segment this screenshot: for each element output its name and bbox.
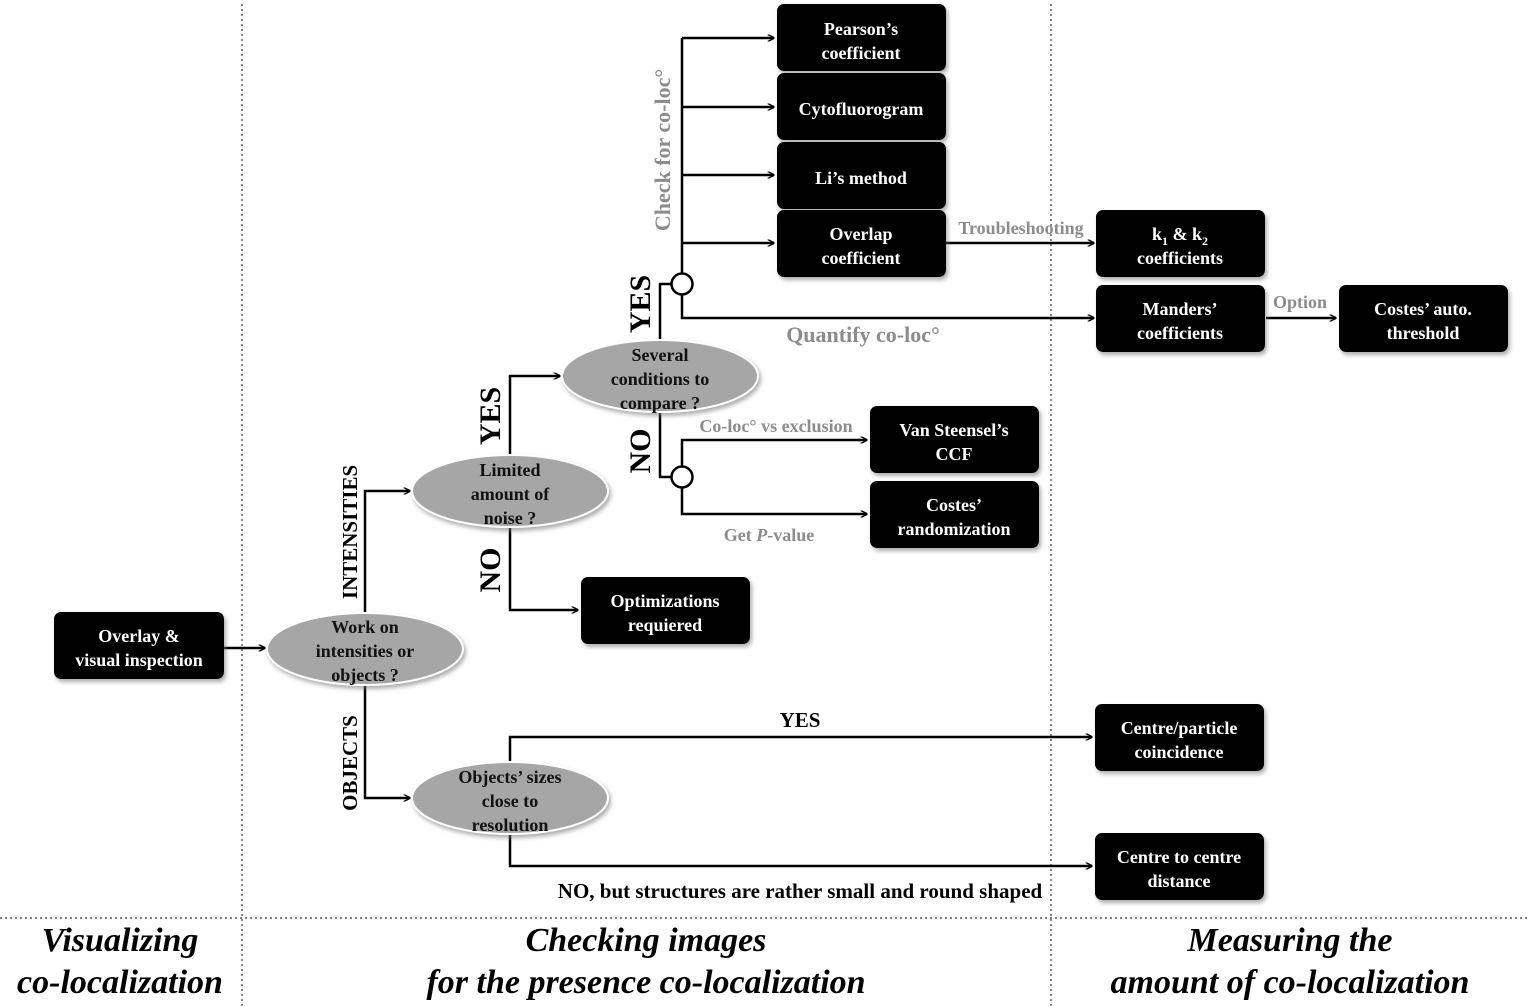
junction-yes — [670, 272, 694, 296]
edge-intensities — [363, 491, 410, 617]
label-troubleshooting: Troubleshooting — [958, 218, 1083, 238]
svg-text:Manders’coefficients: Manders’coefficients — [1137, 299, 1223, 343]
box-costes-auto-threshold: Costes’ auto.threshold — [1339, 285, 1508, 352]
junction-no — [670, 465, 694, 489]
label-sizes-yes: YES — [780, 708, 821, 732]
edge-objects — [363, 681, 410, 798]
edge-noise-yes — [508, 376, 560, 459]
label-intensities: INTENSITIES — [338, 465, 362, 599]
box-manders: Manders’coefficients — [1096, 285, 1265, 352]
edge-noise-no — [508, 524, 578, 610]
svg-text:Li’s method: Li’s method — [815, 168, 907, 188]
svg-text:Costes’ auto.threshold: Costes’ auto.threshold — [1374, 299, 1472, 343]
box-li: Li’s method — [777, 142, 946, 209]
label-quantify-coloc: Quantify co-loc° — [786, 322, 940, 347]
edges — [224, 38, 1336, 866]
label-coloc-vs-exclusion: Co-loc° vs exclusion — [699, 416, 852, 436]
label-objects: OBJECTS — [338, 715, 362, 811]
edge-several-yes — [658, 282, 672, 343]
edge-sizes-yes — [508, 737, 1092, 764]
box-costes-randomization: Costes’randomization — [870, 481, 1039, 548]
label-several-no: NO — [624, 429, 657, 474]
svg-text:Costes’randomization: Costes’randomization — [897, 495, 1010, 539]
label-get-pvalue: Get P-value — [724, 525, 814, 545]
edge-to-manders — [680, 295, 1094, 318]
svg-text:coefficients: coefficients — [1137, 248, 1223, 268]
edge-to-costes-rand — [680, 488, 867, 514]
edge-to-van-steensel — [680, 440, 867, 466]
box-cytofluorogram: Cytofluorogram — [777, 73, 946, 140]
box-k-coefficients: k1 & k2 coefficients — [1096, 210, 1265, 277]
svg-text:Cytofluorogram: Cytofluorogram — [799, 99, 924, 119]
box-overlay: Overlay &visual inspection — [54, 612, 224, 679]
edge-sizes-no — [508, 832, 1092, 866]
svg-text:Overlay &visual inspection: Overlay &visual inspection — [75, 626, 203, 670]
svg-text:k1 & k2: k1 & k2 — [1152, 224, 1208, 248]
label-noise-yes: YES — [474, 387, 507, 445]
label-several-yes: YES — [624, 275, 657, 333]
label-sizes-no: NO, but structures are rather small and … — [558, 879, 1043, 903]
edge-several-no — [658, 411, 672, 479]
label-noise-no: NO — [474, 548, 507, 593]
label-option: Option — [1273, 292, 1327, 312]
label-check-coloc: Check for co-loc° — [650, 69, 675, 231]
